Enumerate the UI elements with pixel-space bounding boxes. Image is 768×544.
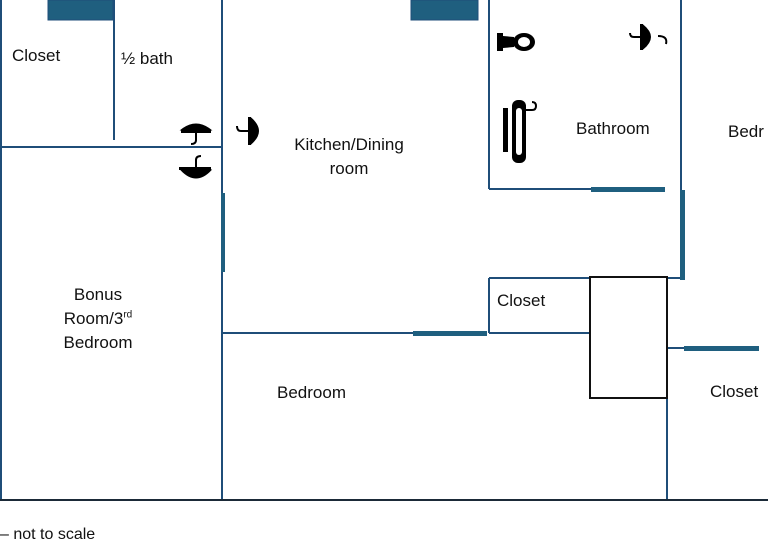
doors bbox=[47, 0, 759, 351]
sink-icon bbox=[179, 155, 213, 179]
door-top-left bbox=[47, 0, 114, 21]
kitchen-dining-label: Kitchen/Dining room bbox=[274, 133, 424, 181]
door-bedroom bbox=[413, 331, 487, 336]
bonus-room-label: Bonus Room/3rd Bedroom bbox=[38, 283, 158, 355]
kitchen-label-line2: room bbox=[329, 159, 369, 178]
door-hall-right bbox=[680, 190, 685, 280]
hall-cabinet bbox=[589, 276, 668, 399]
door-kitchen-left bbox=[221, 193, 225, 272]
bathtub-icon bbox=[503, 100, 538, 163]
door-right-closet bbox=[684, 346, 759, 351]
closet-center-label: Closet bbox=[497, 291, 546, 310]
bonus-label-line3: Bedroom bbox=[63, 333, 133, 352]
door-bathroom bbox=[591, 187, 665, 192]
door-top-center bbox=[410, 0, 479, 21]
sink-icon bbox=[179, 123, 213, 145]
bedroom-right-label: Bedr bbox=[728, 122, 764, 141]
closet-label: Closet bbox=[12, 46, 61, 65]
sink-icon bbox=[629, 23, 668, 51]
scale-footnote: – not to scale bbox=[0, 526, 96, 543]
bonus-label-sup: rd bbox=[123, 309, 133, 321]
sink-icon bbox=[236, 116, 259, 146]
walls bbox=[0, 0, 684, 500]
bedroom-label: Bedroom bbox=[277, 383, 346, 402]
closet-right-label: Closet bbox=[710, 382, 759, 401]
half-bath-label: ½ bath bbox=[121, 49, 173, 68]
bathroom-label: Bathroom bbox=[576, 119, 650, 138]
bonus-label-line2: Room/3rd bbox=[38, 307, 158, 331]
kitchen-label-line1: Kitchen/Dining bbox=[294, 135, 404, 154]
bonus-label-main: Room/3 bbox=[63, 309, 124, 328]
toilet-icon bbox=[497, 33, 535, 51]
bonus-label-line1: Bonus bbox=[73, 285, 123, 304]
